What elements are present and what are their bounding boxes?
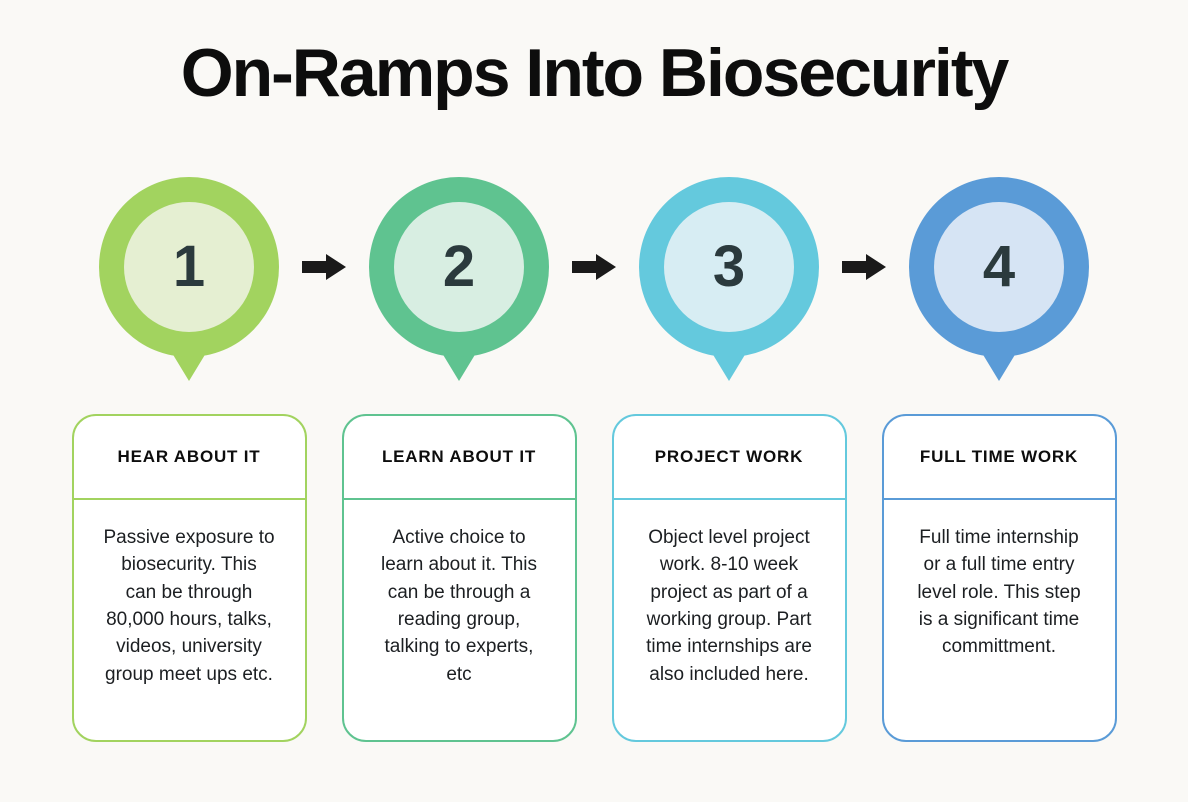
card-full-time-work: FULL TIME WORK Full time internship or a… (881, 413, 1117, 742)
step-3-pin-tail (712, 352, 746, 381)
card-learn-about-it: LEARN ABOUT IT Active choice to learn ab… (341, 413, 577, 742)
page-title: On-Ramps Into Biosecurity (180, 35, 1010, 111)
step-1-number: 1 (172, 233, 206, 299)
step-4-marker: 4 (882, 176, 1117, 381)
card-2-header: LEARN ABOUT IT (343, 416, 575, 500)
card-2-title: LEARN ABOUT IT (381, 446, 537, 466)
right-arrow-icon (842, 253, 886, 280)
steps-row: 1 2 (0, 176, 1188, 381)
card-4-title: FULL TIME WORK (919, 446, 1079, 466)
arrow-2 (572, 253, 616, 280)
step-2-pin-inner: 2 (394, 201, 524, 332)
cards-row: HEAR ABOUT IT Passive exposure to biosec… (0, 413, 1188, 742)
step-4-number: 4 (982, 233, 1016, 299)
arrow-3 (842, 253, 886, 280)
card-4-body: Full time internship or a full time entr… (917, 526, 1081, 658)
step-4-pin: 4 (909, 176, 1089, 357)
step-3-pin: 3 (639, 176, 819, 357)
card-4-header: FULL TIME WORK (883, 416, 1115, 500)
card-1-header: HEAR ABOUT IT (73, 416, 305, 500)
step-1-pin-inner: 1 (124, 201, 254, 332)
step-3-number: 3 (712, 233, 746, 299)
card-3-title: PROJECT WORK (654, 446, 804, 466)
step-2-pin-tail (442, 352, 476, 381)
step-1-pin-tail (172, 352, 206, 381)
card-project-work: PROJECT WORK Object level project work. … (611, 413, 847, 742)
step-4-pin-tail (982, 352, 1016, 381)
right-arrow-icon (572, 253, 616, 280)
card-hear-about-it: HEAR ABOUT IT Passive exposure to biosec… (71, 413, 307, 742)
step-2-marker: 2 (342, 176, 577, 381)
card-2-body: Active choice to learn about it. This ca… (381, 526, 537, 685)
step-4-pin-inner: 4 (934, 201, 1064, 332)
step-2-number: 2 (442, 233, 476, 299)
step-3-pin-inner: 3 (664, 201, 794, 332)
step-1-marker: 1 (72, 176, 307, 381)
arrow-1 (302, 253, 346, 280)
card-3-body: Object level project work. 8-10 week pro… (646, 526, 812, 685)
step-2-pin: 2 (369, 176, 549, 357)
card-1-body: Passive exposure to biosecurity. This ca… (103, 526, 275, 685)
step-3-marker: 3 (612, 176, 847, 381)
step-1-pin: 1 (99, 176, 279, 357)
card-3-header: PROJECT WORK (613, 416, 845, 500)
right-arrow-icon (302, 253, 346, 280)
card-1-title: HEAR ABOUT IT (117, 446, 261, 466)
